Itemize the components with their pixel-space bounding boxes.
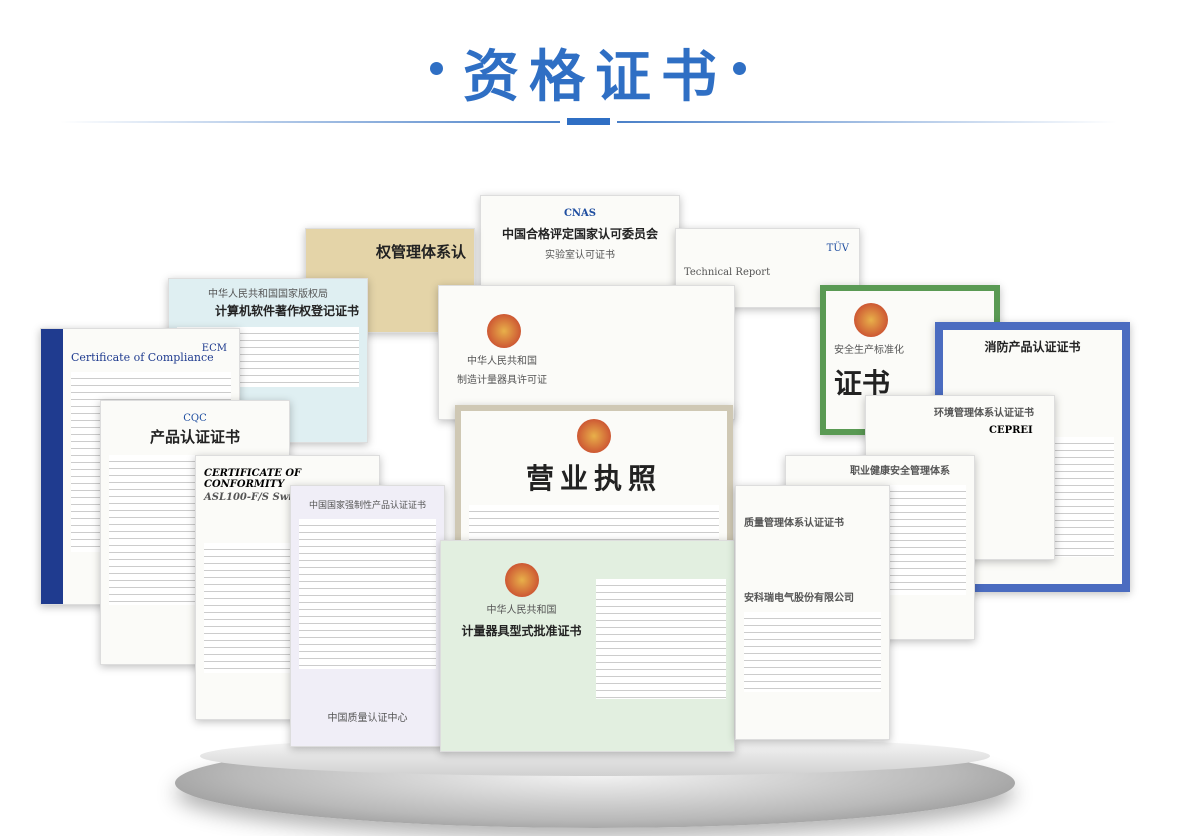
cert-title: 中国合格评定国家认可委员会 <box>501 227 658 241</box>
divider-right <box>617 121 1117 123</box>
national-emblem-icon <box>504 563 539 597</box>
cert-title: 安全生产标准化 <box>834 345 904 356</box>
cert-ccc: 中国国家强制性产品认证证书 中国质量认证中心 <box>290 485 445 747</box>
cert-title: 产品认证证书 <box>149 428 240 446</box>
cert-title: Technical Report <box>684 267 771 278</box>
national-emblem-icon <box>487 314 521 348</box>
cert-title: 中华人民共和国 <box>486 605 557 616</box>
cert-pattern-approval: 中华人民共和国 计量器具型式批准证书 <box>440 540 735 752</box>
cert-title: 消防产品认证证书 <box>984 340 1081 354</box>
cert-subtitle: 安科瑞电气股份有限公司 <box>744 593 854 604</box>
cert-subtitle: 计算机软件著作权登记证书 <box>214 304 359 318</box>
cert-subtitle: 中国质量认证中心 <box>327 713 408 724</box>
cert-subtitle: 实验室认可证书 <box>545 250 615 261</box>
cert-title: CERTIFICATE OF CONFORMITY <box>204 468 302 490</box>
tuv-logo: TÜV <box>826 243 849 254</box>
divider-accent <box>567 118 610 125</box>
title-dot-right <box>733 62 746 75</box>
cert-title: Certificate of Compliance <box>71 351 214 364</box>
national-emblem-icon <box>854 303 888 337</box>
cnas-badge: CNAS <box>563 208 597 219</box>
cert-subtitle: 制造计量器具许可证 <box>457 375 547 386</box>
cert-title: 职业健康安全管理体系 <box>850 466 950 477</box>
cert-subtitle: 证书 <box>834 367 891 400</box>
title-dot-left <box>430 62 443 75</box>
cert-subtitle: ASL100-F/S Switch <box>204 492 311 503</box>
cert-title: 营业执照 <box>525 462 662 495</box>
divider-left <box>60 121 560 123</box>
cert-title: 权管理体系认 <box>375 243 466 261</box>
national-emblem-icon <box>577 419 611 453</box>
ceprei-logo: CEPREI <box>989 425 1033 436</box>
cert-qms: 质量管理体系认证证书 安科瑞电气股份有限公司 <box>735 485 890 740</box>
cert-business-license: 营业执照 <box>455 405 733 553</box>
cert-metrology-license: 中华人民共和国 制造计量器具许可证 <box>438 285 735 420</box>
cert-title: 环境管理体系认证证书 <box>934 408 1034 419</box>
cert-title: 中华人民共和国 <box>467 356 537 367</box>
cqc-logo: CQC <box>183 413 207 424</box>
cert-title: 质量管理体系认证证书 <box>744 518 844 529</box>
cert-subtitle: 计量器具型式批准证书 <box>461 624 582 638</box>
page-title: 资格证书 <box>463 44 727 110</box>
cert-title: 中华人民共和国国家版权局 <box>208 289 328 300</box>
cert-title: 中国国家强制性产品认证证书 <box>308 501 426 511</box>
ecm-logo: ECM <box>201 343 227 354</box>
